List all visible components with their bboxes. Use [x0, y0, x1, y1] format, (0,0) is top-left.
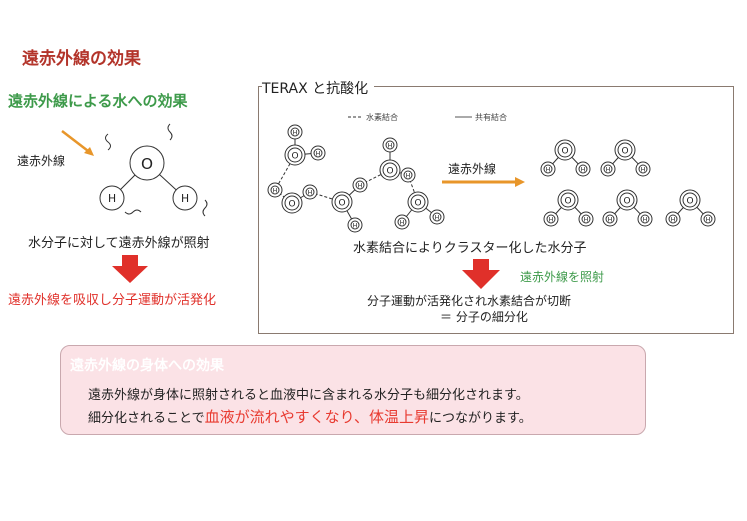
atom-label: H — [706, 216, 711, 223]
atom-label: H — [435, 214, 440, 221]
legend-hydrogen-bond: 水素結合 — [366, 113, 398, 122]
main-title: 遠赤外線の効果 — [22, 49, 141, 69]
hydrogen-atom — [540, 161, 556, 177]
atom-label: H — [293, 129, 298, 136]
far-infrared-label: 遠赤外線 — [17, 154, 66, 168]
oxygen-atom — [129, 145, 165, 181]
atom-label: O — [564, 197, 571, 207]
far-infrared-arrowhead — [515, 177, 525, 187]
atom-label: O — [561, 147, 568, 157]
result-line-2: ＝ 分子の細分化 — [440, 310, 528, 324]
atom-label: H — [308, 189, 313, 196]
terax-title: TERAX と抗酸化 — [262, 78, 375, 98]
atom-label: H — [643, 216, 648, 223]
infrared-ray-arrowhead — [84, 147, 94, 156]
hydrogen-atom — [382, 137, 398, 153]
atom-label: O — [141, 155, 153, 173]
atom-label: H — [584, 216, 589, 223]
down-arrow-left — [112, 255, 148, 283]
hydrogen-atom — [394, 214, 410, 230]
irradiate-label: 遠赤外線を照射 — [520, 270, 605, 284]
hydrogen-atom — [578, 211, 594, 227]
body-effect-panel — [60, 345, 646, 435]
hydrogen-atom — [543, 211, 559, 227]
down-arrow-right — [462, 259, 500, 289]
far-infrared-arrow-label: 遠赤外線 — [448, 162, 497, 176]
hydrogen-atom — [352, 177, 368, 193]
atom-label: O — [414, 199, 421, 209]
hydrogen-atom — [575, 161, 591, 177]
cluster-caption: 水素結合によりクラスター化した水分子 — [353, 241, 587, 256]
atom-label: H — [400, 219, 405, 226]
vibration-lines — [105, 123, 208, 217]
atom-label: H — [108, 192, 116, 205]
atom-label: H — [353, 222, 358, 229]
atom-label: H — [581, 166, 586, 173]
atom-label: H — [406, 172, 411, 179]
atom-label: H — [388, 142, 393, 149]
atom-label: O — [338, 199, 345, 209]
hydrogen-atom — [302, 184, 318, 200]
molecules: O H H O O O O O H H H H H H H H H H O H H O H H O H H O H H O H H — [99, 124, 716, 233]
irradiation-text: 水分子に対して遠赤外線が照射 — [28, 236, 210, 251]
hydrogen-atom — [287, 124, 303, 140]
hydrogen-atom — [347, 217, 363, 233]
atom-label: H — [181, 192, 189, 205]
atom-label: H — [549, 216, 554, 223]
hydrogen-atom — [600, 161, 616, 177]
hydrogen-atom — [635, 161, 651, 177]
hydrogen-atom — [429, 209, 445, 225]
atom-label: H — [316, 150, 321, 157]
hydrogen-atom — [665, 211, 681, 227]
line2-suffix: につながります。 — [429, 411, 532, 426]
atom-label: H — [606, 166, 611, 173]
terax-panel — [258, 86, 734, 334]
legend-covalent-bond: 共有結合 — [475, 113, 507, 122]
hydrogen-atom — [700, 211, 716, 227]
absorption-result-text: 遠赤外線を吸収し分子運動が活発化 — [8, 293, 217, 308]
atom-label: H — [608, 216, 613, 223]
highlight-body-temp: 体温上昇 — [369, 408, 430, 426]
atom-label: O — [686, 197, 693, 207]
atom-label: O — [386, 167, 393, 177]
atom-label: O — [621, 147, 628, 157]
atom-label: O — [623, 197, 630, 207]
hydrogen-atom — [99, 185, 125, 211]
line2-prefix: 細分化されることで — [88, 411, 205, 426]
hydrogen-atom — [310, 145, 326, 161]
atom-label: H — [546, 166, 551, 173]
atom-label: H — [273, 187, 278, 194]
water-effect-subtitle: 遠赤外線による水への効果 — [8, 92, 188, 110]
hydrogen-atom — [602, 211, 618, 227]
highlight-blood-flow: 血液が流れやすくなり、 — [204, 408, 370, 426]
body-effect-line-1: 遠赤外線が身体に照射されると血液中に含まれる水分子も細分化されます。 — [88, 388, 529, 403]
hydrogen-atom — [400, 167, 416, 183]
body-effect-line-2: 細分化されることで血液が流れやすくなり、体温上昇につながります。 — [88, 406, 532, 427]
atom-label: H — [358, 182, 363, 189]
hydrogen-atom — [267, 182, 283, 198]
body-effect-title: 遠赤外線の身体への効果 — [70, 358, 224, 374]
atom-label: O — [288, 200, 295, 210]
atom-label: H — [671, 216, 676, 223]
hydrogen-atom — [172, 185, 198, 211]
result-line-1: 分子運動が活発化され水素結合が切断 — [367, 294, 572, 308]
atom-label: H — [641, 166, 646, 173]
hydrogen-atom — [637, 211, 653, 227]
atom-label: O — [291, 152, 298, 162]
